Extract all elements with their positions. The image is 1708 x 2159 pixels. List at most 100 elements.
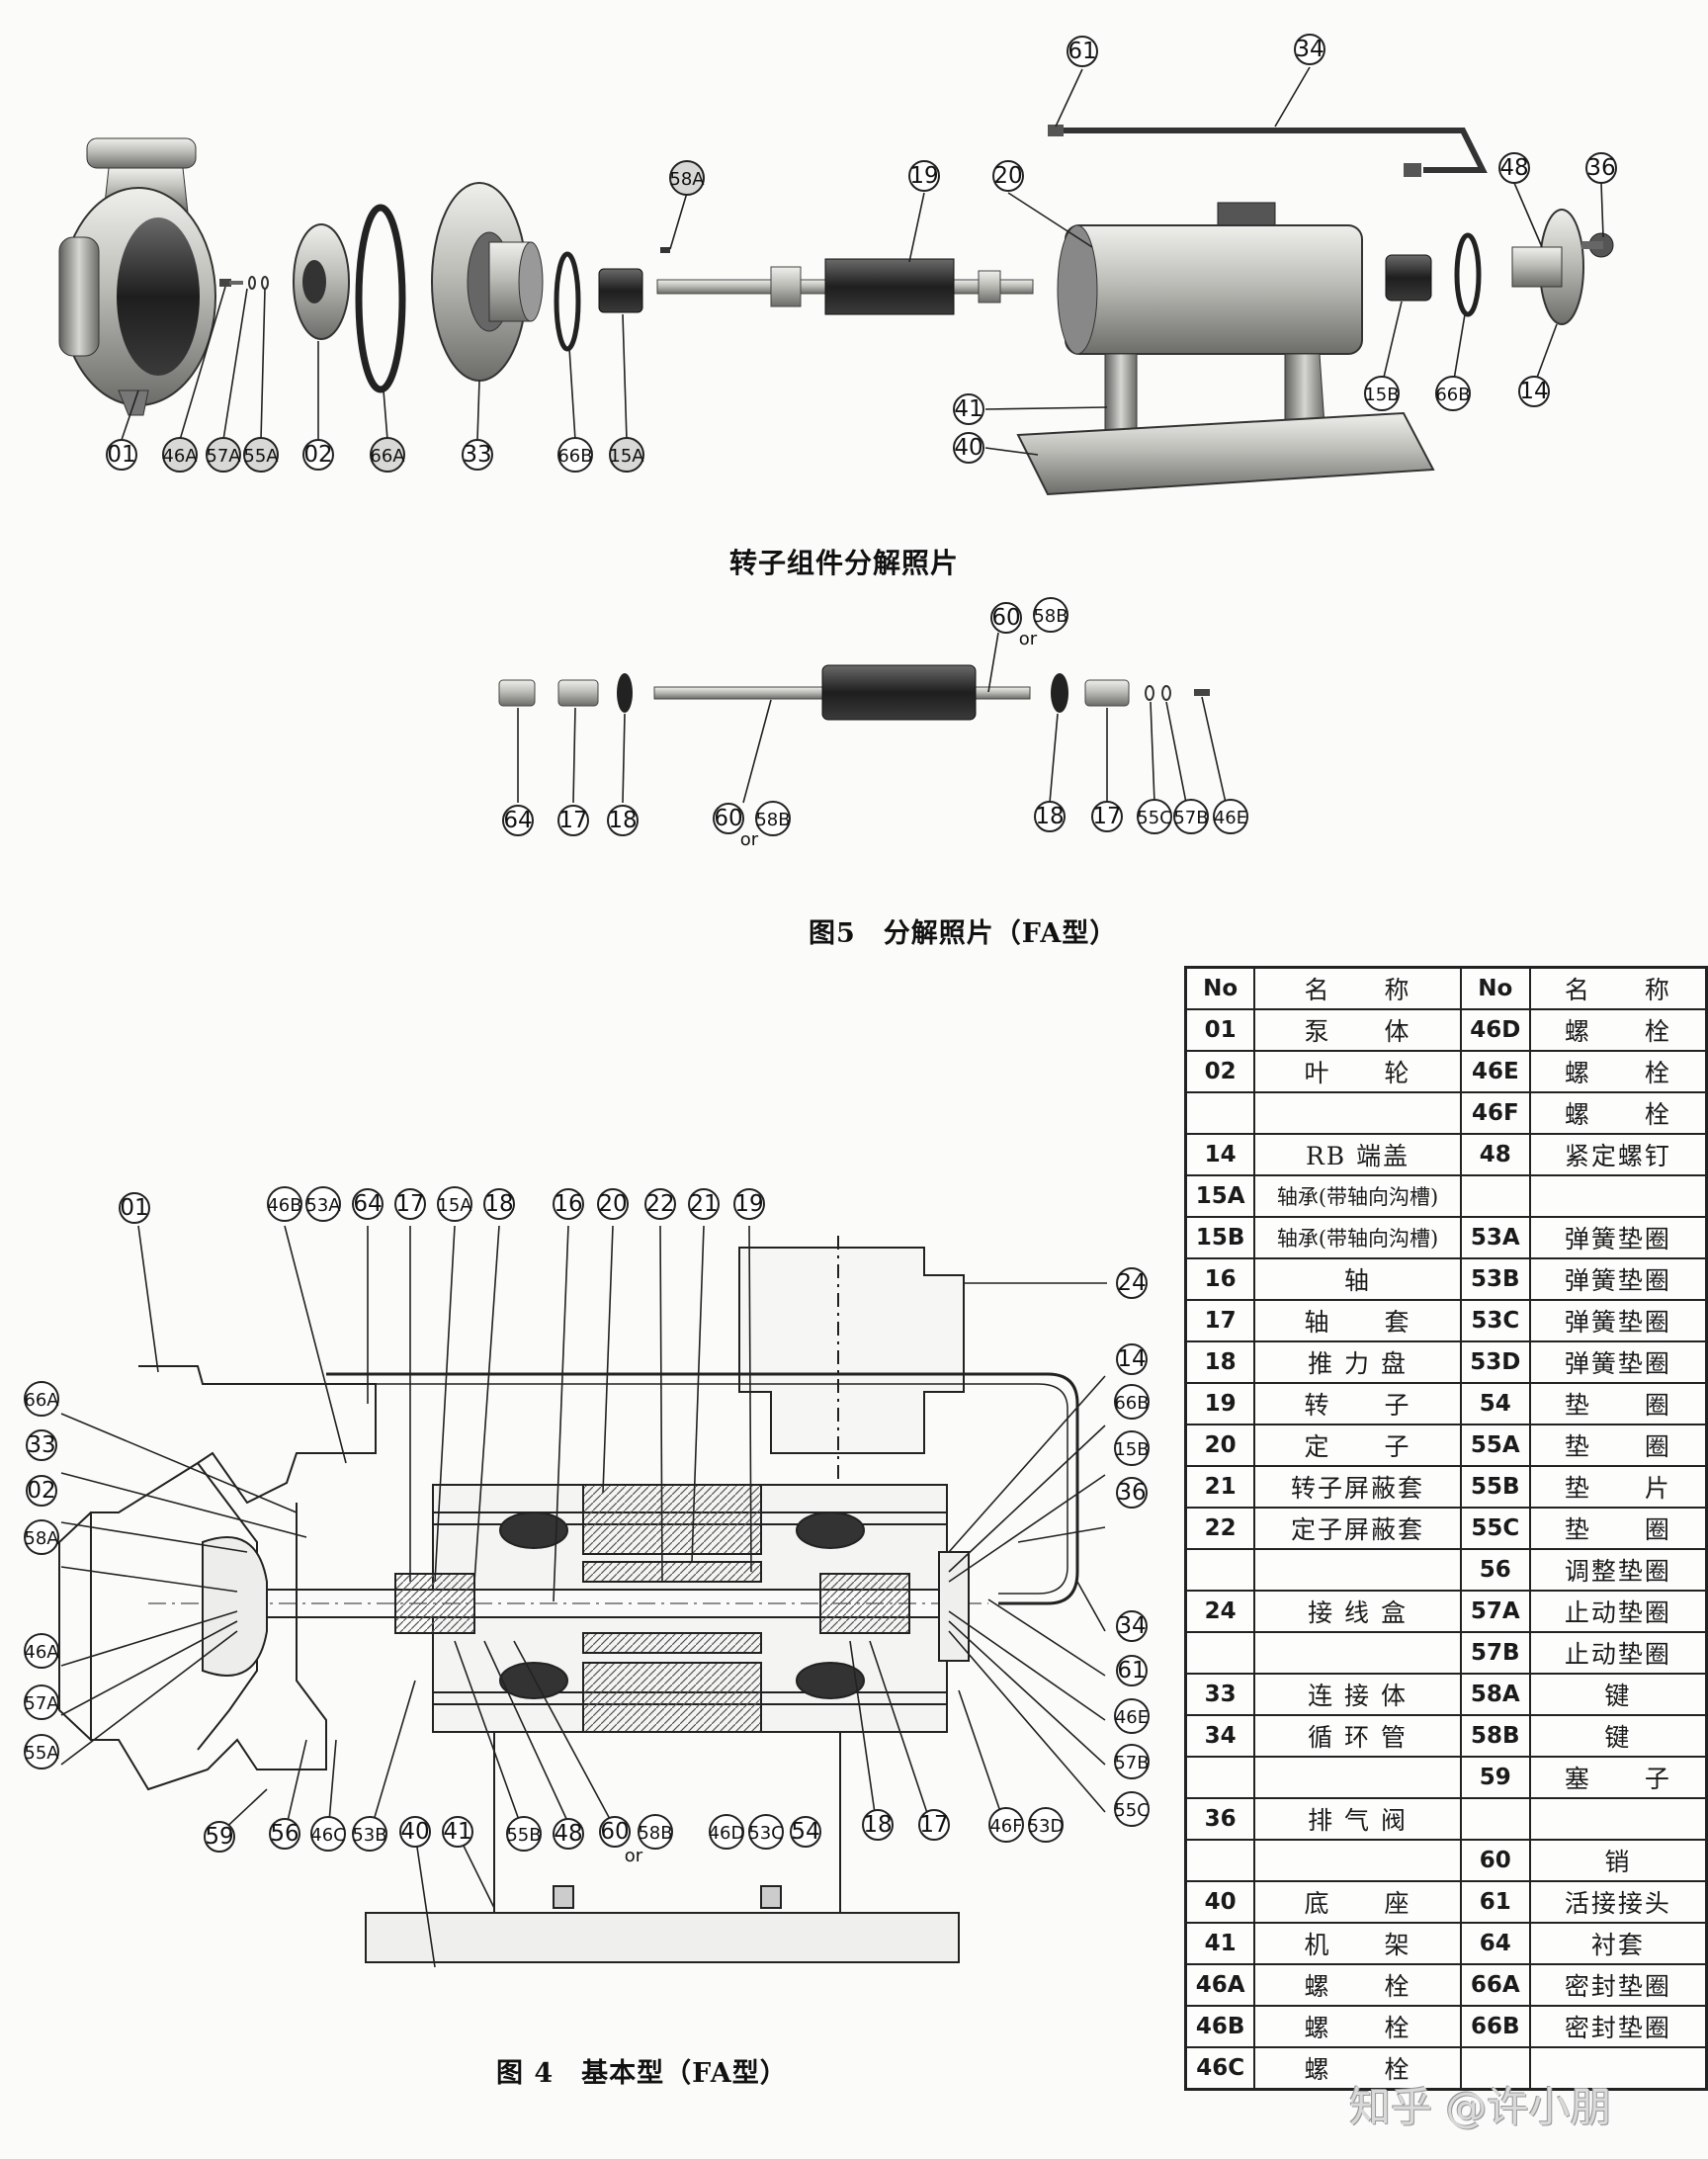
part-callout: 66A — [370, 437, 405, 473]
callout-label: or — [625, 1846, 643, 1866]
callout-label: 54 — [791, 1819, 819, 1845]
callout-circle — [1518, 376, 1550, 407]
part-callout: 15B — [1364, 376, 1400, 411]
part-bearing-15b — [1385, 254, 1432, 302]
callout-label: 61 — [1117, 1658, 1146, 1684]
part-number-cell: 41 — [1184, 1922, 1256, 1965]
part-bearing-15a — [598, 268, 643, 313]
callout-label: 55B — [506, 1825, 541, 1846]
callout-circle — [267, 1186, 302, 1222]
part-name-cell: 定 子 — [1253, 1424, 1462, 1467]
callout-label: 66A — [370, 446, 405, 467]
part-number-cell: 66B — [1459, 2005, 1531, 2048]
part-callout: 57A — [206, 437, 241, 473]
callout-circle — [688, 1188, 720, 1220]
callout-label: 60 — [991, 605, 1020, 631]
callout-label: 60 — [714, 806, 742, 831]
part-callout: 55A — [243, 437, 279, 473]
part-name-cell — [1253, 1756, 1462, 1799]
part-callout: 55A — [24, 1734, 59, 1770]
callout-label: 66B — [1435, 385, 1470, 405]
callout-label: 56 — [270, 1821, 299, 1847]
part-callout: 48 — [553, 1818, 584, 1850]
part-key-58a — [660, 247, 670, 253]
part-number-cell: 46E — [1459, 1050, 1531, 1093]
callout-label: 18 — [863, 1812, 892, 1838]
callout-label: 17 — [1092, 804, 1121, 829]
part-callout: 18 — [483, 1188, 515, 1220]
callout-circle — [1585, 152, 1617, 184]
part-number-cell: 21 — [1184, 1465, 1256, 1509]
part-number-cell: 53A — [1459, 1216, 1531, 1259]
part-callout: 58B — [638, 1814, 673, 1850]
part-name-cell: 循 环 管 — [1253, 1714, 1462, 1758]
part-callout: 46B — [267, 1186, 302, 1222]
part-name-cell: 轴 套 — [1253, 1299, 1462, 1342]
part-name-cell: 螺 栓 — [1528, 1091, 1708, 1135]
callout-circle — [462, 439, 493, 471]
callout-circle — [790, 1816, 821, 1848]
part-callout: 46A — [162, 437, 198, 473]
part-name-cell: 垫 圈 — [1528, 1382, 1708, 1425]
part-name-cell: 连 接 体 — [1253, 1673, 1462, 1716]
part-number-cell: 59 — [1459, 1756, 1531, 1799]
callout-circle — [1114, 1791, 1150, 1827]
part-name-cell: 轴承(带轴向沟槽) — [1253, 1216, 1462, 1259]
callout-label: 15A — [609, 446, 644, 467]
part-number-cell: 18 — [1184, 1340, 1256, 1384]
part-callout: 17 — [557, 805, 589, 836]
part-callout: 55C — [1114, 1791, 1150, 1827]
rotor-caption: 转子组件分解照片 — [729, 547, 960, 579]
callout-label: 40 — [954, 435, 982, 461]
callout-circle — [206, 437, 241, 473]
callout-circle — [442, 1816, 473, 1848]
part-name-cell: 推 力 盘 — [1253, 1340, 1462, 1384]
part-number-cell: 55A — [1459, 1424, 1531, 1467]
callout-circle — [437, 1186, 472, 1222]
callout-label: 55C — [1137, 808, 1171, 828]
callout-circle — [502, 805, 534, 836]
part-name-cell: 螺 栓 — [1528, 1008, 1708, 1052]
part-number-cell: 36 — [1184, 1797, 1256, 1841]
part-gasket-66a — [355, 204, 406, 393]
part-number-cell — [1459, 2046, 1531, 2091]
callout-label: 55A — [243, 446, 279, 467]
callout-circle — [1116, 1610, 1148, 1642]
callout-circle — [1435, 376, 1471, 411]
part-name-cell — [1253, 1548, 1462, 1592]
callout-circle — [26, 1475, 57, 1507]
callout-label: 40 — [400, 1819, 429, 1845]
part-callout: 46E — [1114, 1698, 1150, 1734]
callout-label: 46B — [267, 1195, 301, 1216]
callout-label: 36 — [1586, 155, 1615, 181]
callout-circle — [24, 1633, 59, 1669]
part-callout: 46F — [988, 1807, 1024, 1843]
part-callout: 22 — [644, 1188, 676, 1220]
part-name-cell: 弹簧垫圈 — [1528, 1216, 1708, 1259]
part-callout: 48 — [1498, 152, 1530, 184]
watermark: 知乎 @许小朋 — [1349, 2083, 1612, 2131]
part-callout: 60 — [713, 803, 744, 834]
part-number-cell: 56 — [1459, 1548, 1531, 1592]
part-name-cell: 排 气 阀 — [1253, 1797, 1462, 1841]
part-number-cell: 22 — [1184, 1507, 1256, 1550]
part-name-cell — [1253, 1091, 1462, 1135]
part-number-cell: 58A — [1459, 1673, 1531, 1716]
part-number-cell: 34 — [1184, 1714, 1256, 1758]
part-callout: 57A — [24, 1684, 59, 1720]
callout-circle — [399, 1816, 431, 1848]
callout-circle — [1498, 152, 1530, 184]
callout-circle — [1173, 799, 1209, 834]
callout-circle — [305, 1186, 341, 1222]
callout-label: 61 — [1068, 39, 1096, 64]
callout-circle — [24, 1381, 59, 1417]
callout-circle — [352, 1188, 384, 1220]
part-callout: 18 — [1034, 801, 1066, 832]
callout-label: 53A — [305, 1195, 341, 1216]
callout-circle — [607, 805, 639, 836]
